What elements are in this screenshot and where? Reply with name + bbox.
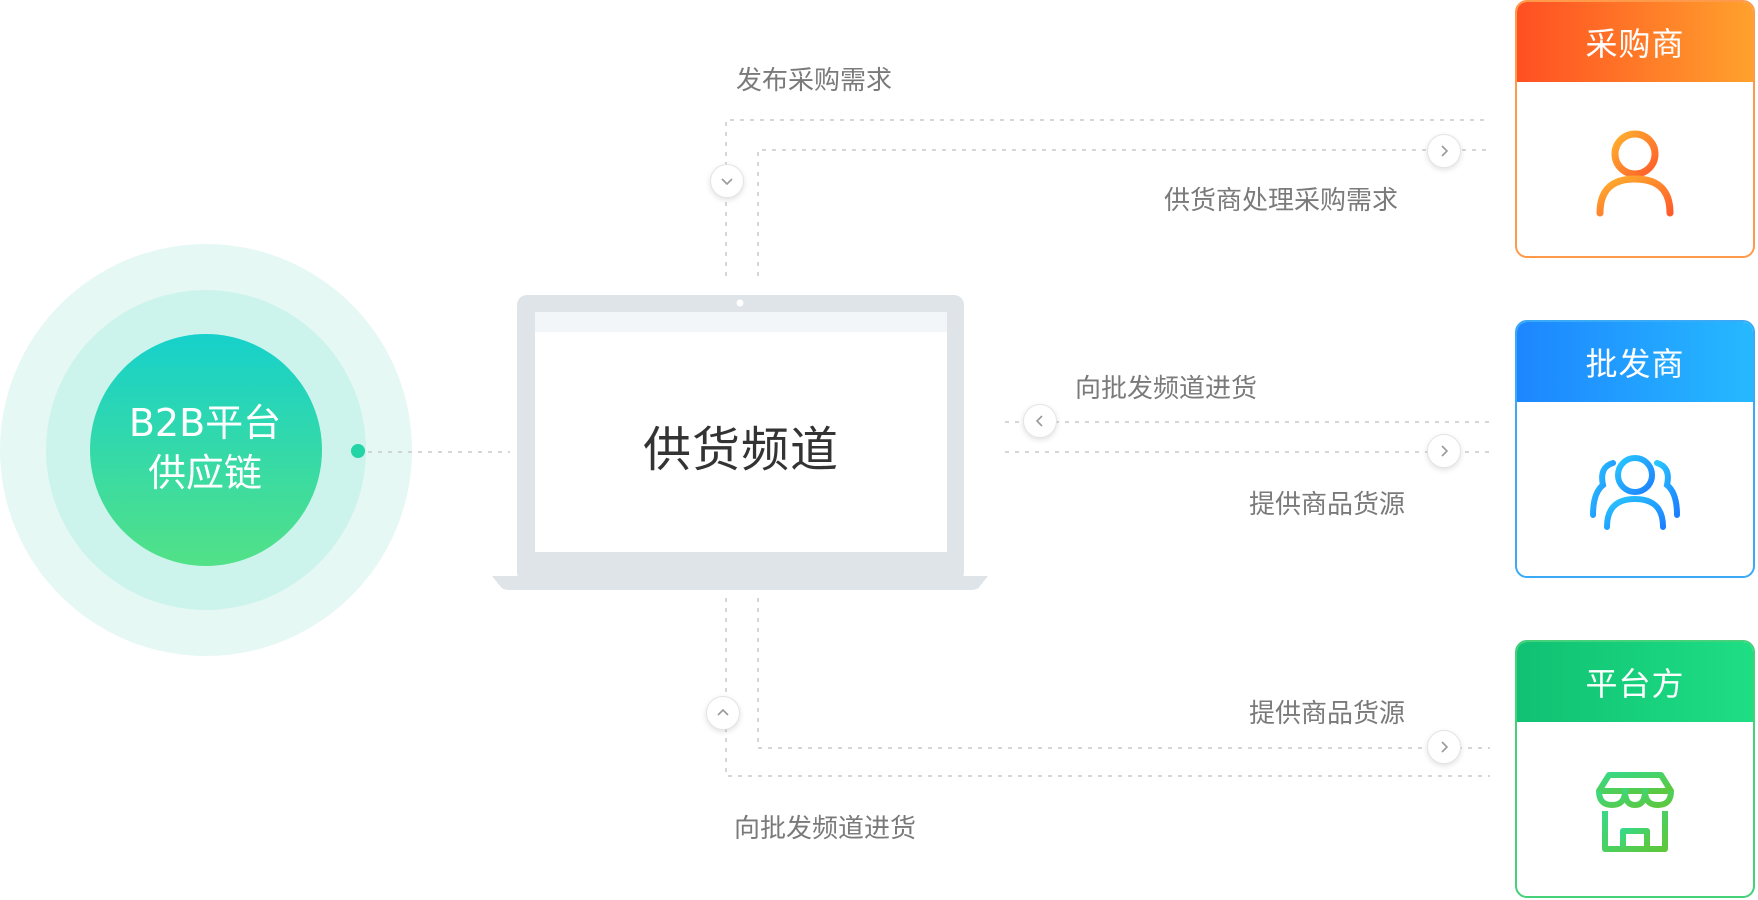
hub-connector-dot bbox=[351, 444, 365, 458]
hub-core bbox=[90, 334, 322, 566]
hub-label-line1: B2B平台 bbox=[128, 401, 282, 445]
flow-label-platform-supply: 提供商品货源 bbox=[1249, 699, 1406, 729]
role-card-platform-title: 平台方 bbox=[1517, 642, 1753, 722]
platform-routes bbox=[725, 598, 1490, 777]
chevron-right-icon[interactable] bbox=[1427, 434, 1461, 468]
laptop-illustration bbox=[492, 295, 988, 590]
flow-label-platform-restock: 向批发频道进货 bbox=[734, 814, 917, 844]
chevron-up-icon[interactable] bbox=[706, 696, 740, 730]
flow-label-publish-demand: 发布采购需求 bbox=[736, 66, 893, 96]
chevron-right-icon[interactable] bbox=[1427, 730, 1461, 764]
flow-label-wholesale-supply: 提供商品货源 bbox=[1249, 490, 1406, 520]
role-card-buyer-title: 采购商 bbox=[1517, 2, 1753, 82]
role-card-buyer[interactable]: 采购商 bbox=[1515, 0, 1755, 258]
hub-label-line2: 供应链 bbox=[147, 451, 262, 495]
chevron-down-icon[interactable] bbox=[710, 164, 744, 198]
chevron-right-icon[interactable] bbox=[1427, 134, 1461, 168]
buyer-routes bbox=[725, 119, 1490, 276]
supply-channel-label: 供货频道 bbox=[642, 422, 839, 478]
wholesaler-routes bbox=[1005, 421, 1490, 453]
flow-label-wholesale-restock: 向批发频道进货 bbox=[1075, 374, 1258, 404]
store-icon bbox=[1596, 772, 1674, 852]
role-card-wholesaler[interactable]: 批发商 bbox=[1515, 320, 1755, 578]
person-icon bbox=[1596, 130, 1674, 217]
group-icon bbox=[1590, 455, 1680, 530]
role-card-platform[interactable]: 平台方 bbox=[1515, 640, 1755, 898]
flow-label-supplier-handle: 供货商处理采购需求 bbox=[1164, 186, 1399, 216]
role-card-wholesaler-title: 批发商 bbox=[1517, 322, 1753, 402]
hub-label: B2B平台 供应链 bbox=[90, 398, 320, 498]
chevron-left-icon[interactable] bbox=[1023, 404, 1057, 438]
